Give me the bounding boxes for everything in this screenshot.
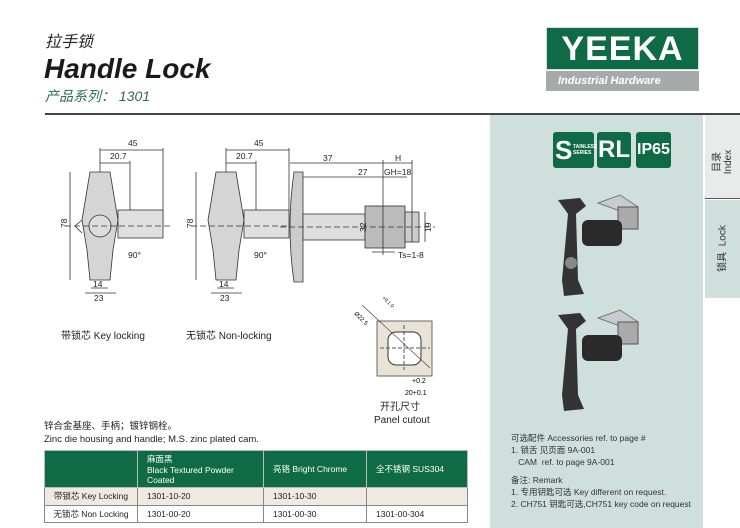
dim-32: 32 (358, 222, 368, 232)
dim-78: 78 (185, 218, 195, 228)
dim-45: 45 (128, 138, 138, 148)
product-panel (490, 115, 703, 528)
dim-78: 78 (59, 218, 69, 228)
drawing-non-locking: 45 20.7 78 14 23 90° (185, 138, 299, 303)
badge-s: S (555, 135, 573, 165)
dim-27: 27 (358, 167, 368, 177)
drawing-side-view: 37 27 H GH=18 32 19 Ts=1-8 (280, 153, 435, 283)
tab-index-en: Index (723, 149, 734, 175)
dim-19: 19 (423, 222, 433, 232)
dim-diameter: Ø22.5 (353, 311, 369, 327)
cell: 1301-00-30 (263, 504, 367, 523)
dim-45: 45 (254, 138, 264, 148)
handle-photo-key (558, 194, 639, 296)
product-series: 产品系列： 1301 (45, 88, 151, 104)
dim-14: 14 (219, 279, 229, 289)
dim-diameter-tol: +0.1 0 (381, 295, 395, 309)
dim-23: 23 (220, 293, 230, 303)
accessories-title: 可选配件 Accessories ref. to page # (511, 433, 646, 443)
drawing-panel-cutout: Ø22.5 +0.1 0 +0.2 20+0.1 (353, 295, 433, 397)
dim-gh: GH=18 (384, 167, 411, 177)
accessories-line: 1. 锁舌 见页面 9A-001 (511, 445, 596, 455)
dim-14: 14 (93, 279, 103, 289)
ip65-badge: IP65 (636, 132, 671, 168)
dim-20-7: 20.7 (110, 151, 127, 161)
remark-title: 备注: Remark (511, 475, 563, 485)
row-label: 无锁芯 Non Locking (44, 504, 138, 523)
handle-photo-nonkey (558, 309, 639, 411)
dim-90: 90° (254, 250, 267, 260)
dim-23: 23 (94, 293, 104, 303)
material-cn: 锌合金基座、手柄；镀锌钢栓。 (44, 421, 178, 432)
accessories-line: CAM ref. to page 9A-001 (511, 457, 615, 467)
tab-lock-en: Lock (717, 225, 729, 247)
dim-90: 90° (128, 250, 141, 260)
header-chrome: 亮铬 Bright Chrome (263, 450, 367, 488)
dim-37: 37 (323, 153, 333, 163)
rl-badge: RL (597, 132, 631, 168)
dim-20: 20+0.1 (405, 390, 427, 397)
header-black-cn: 麻面黑 (147, 454, 173, 464)
cell: 1301-00-20 (137, 504, 264, 523)
stainless-badge: S TAINLESS SERIES (553, 132, 598, 168)
dim-tol: +0.2 (412, 378, 426, 385)
title-cn: 拉手锁 (45, 34, 94, 51)
header-blank (44, 450, 138, 488)
cell: 1301-10-20 (137, 487, 264, 506)
cell (366, 487, 468, 506)
dim-20-7: 20.7 (236, 151, 253, 161)
table-row: 带锁芯 Key Locking 1301-10-20 1301-10-30 (44, 487, 468, 506)
cutout-label-en: Panel cutout (374, 415, 430, 426)
key-locking-label: 带锁芯 Key locking (61, 331, 145, 342)
dim-h: H (395, 153, 401, 163)
material-en: Zinc die housing and handle; M.S. zinc p… (44, 434, 259, 445)
cell: 1301-00-304 (366, 504, 468, 523)
page-title: Handle Lock (44, 53, 211, 84)
badge-stainless-text: TAINLESS SERIES (573, 144, 598, 156)
logo-tagline: Industrial Hardware (546, 71, 699, 91)
table-row: 无锁芯 Non Locking 1301-00-20 1301-00-30 13… (44, 504, 468, 523)
header-black-en: Black Textured Powder Coated (147, 465, 234, 485)
tab-lock-cn: 锁具 (717, 251, 729, 272)
cutout-label-cn: 开孔尺寸 (380, 402, 420, 413)
non-locking-label: 无锁芯 Non-locking (186, 331, 272, 342)
product-photos (558, 194, 639, 411)
row-label: 带锁芯 Key Locking (44, 487, 138, 506)
dim-ts: Ts=1-8 (398, 250, 424, 260)
header-sus304: 全不锈钢 SUS304 (366, 450, 468, 488)
logo-brand: YEEKA (546, 27, 699, 70)
tab-lock[interactable]: 锁具 Lock (705, 200, 740, 298)
drawing-key-locking (65, 148, 173, 294)
technical-drawings: 45 20.7 78 14 23 90° 45 20.7 78 14 23 90… (59, 138, 435, 397)
header-divider (45, 113, 740, 115)
yeeka-logo: YEEKA Industrial Hardware (546, 27, 699, 95)
remark-line: 2. CH751 钥匙可选,CH751 key code on request (511, 499, 692, 509)
remark-line: 1. 专用钥匙可选 Key different on request. (511, 487, 667, 497)
remark-block: 备注: Remark 1. 专用钥匙可选 Key different on req… (511, 474, 691, 510)
cell: 1301-10-30 (263, 487, 367, 506)
tab-index-cn: 目录 (712, 152, 723, 172)
accessories-block: 可选配件 Accessories ref. to page # 1. 锁舌 见页面… (511, 432, 646, 468)
